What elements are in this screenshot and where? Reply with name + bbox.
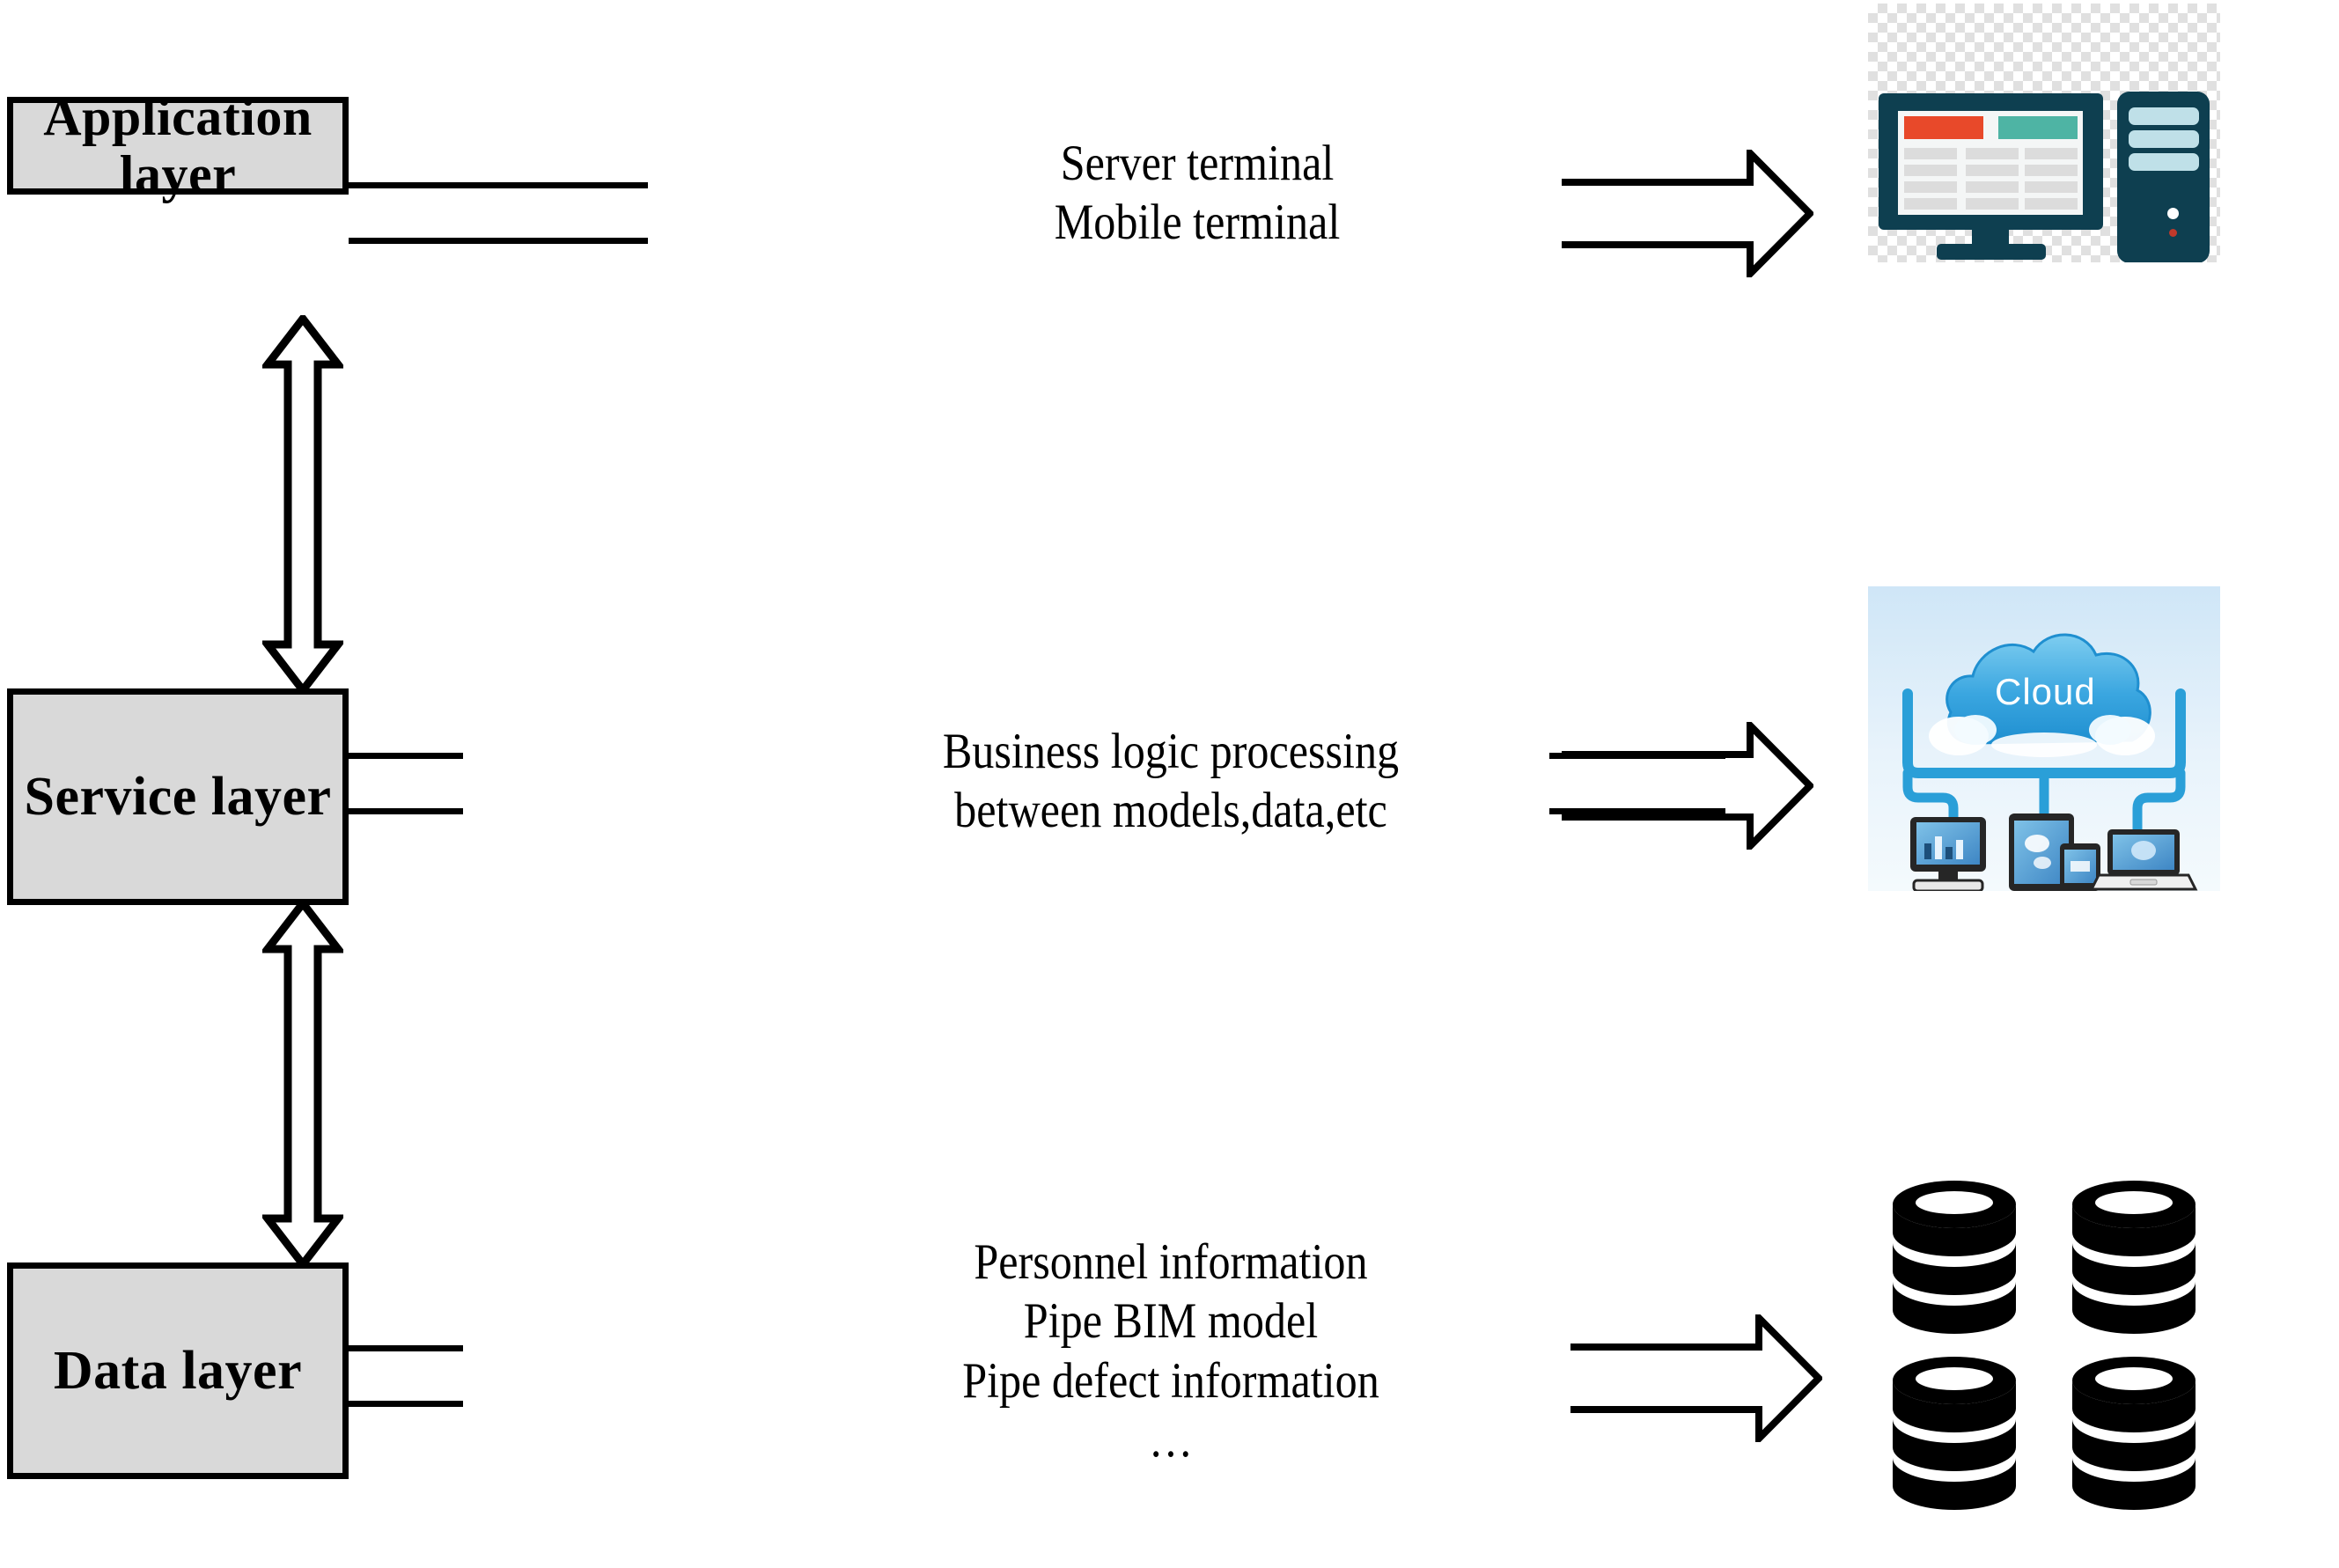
screen-table-row — [1904, 198, 1957, 210]
screen-header-bar-red — [1904, 116, 1983, 139]
monitor-neck — [1972, 228, 2009, 247]
data-connector-line-top — [349, 1345, 463, 1351]
service-connector-line-bottom — [349, 808, 463, 814]
service-layer-label: Service layer — [24, 766, 332, 827]
screen-table-row — [1904, 181, 1957, 193]
screen-header-bar-teal — [1998, 116, 2078, 139]
screen-table-row — [2025, 148, 2078, 159]
application-connector-line-bottom — [349, 238, 648, 244]
server-tower-power-light — [2167, 208, 2179, 219]
screen-table-row — [2025, 181, 2078, 193]
service-data-double-arrow — [262, 900, 343, 1268]
data-connector-line-bottom — [349, 1401, 463, 1407]
service-to-illustration-arrow — [1558, 722, 1813, 850]
screen-table-row — [1966, 148, 2019, 159]
screen-table-row — [2025, 165, 2078, 176]
screen-table-row — [1966, 198, 2019, 210]
application-layer-description: Server terminal Mobile terminal — [1054, 136, 1341, 251]
service-connector-line-top — [349, 753, 463, 759]
service-layer-description: Business logic processing between models… — [942, 724, 1400, 839]
screen-table-row — [1966, 165, 2019, 176]
data-layer-box[interactable]: Data layer — [7, 1262, 349, 1479]
application-layer-label: Application layer — [43, 87, 313, 203]
cloud-computing-illustration: Cloud — [1868, 586, 2220, 891]
application-to-illustration-arrow — [1558, 150, 1813, 277]
service-arrow-tail-bottom — [1549, 808, 1725, 814]
application-connector-line-top — [349, 182, 648, 188]
cloud-label: Cloud — [1995, 671, 2096, 712]
server-tower-slot — [2129, 130, 2199, 148]
screen-table-row — [2025, 198, 2078, 210]
database-cylinders-illustration — [1868, 1160, 2220, 1530]
application-layer-box[interactable]: Application layer — [7, 88, 349, 202]
server-tower-slot — [2129, 107, 2199, 125]
data-to-illustration-arrow — [1567, 1314, 1822, 1442]
application-service-double-arrow — [262, 315, 343, 694]
service-layer-box[interactable]: Service layer — [7, 688, 349, 905]
server-tower-status-light — [2169, 229, 2177, 237]
data-layer-description: Personnel information Pipe BIM model Pip… — [962, 1234, 1379, 1468]
data-layer-label: Data layer — [53, 1340, 303, 1401]
monitor-stand — [1937, 244, 2046, 260]
screen-table-row — [1904, 165, 1957, 176]
screen-table-row — [1966, 181, 2019, 193]
server-tower-slot — [2129, 153, 2199, 171]
server-and-monitor-illustration — [1868, 4, 2220, 262]
screen-table-row — [1904, 148, 1957, 159]
